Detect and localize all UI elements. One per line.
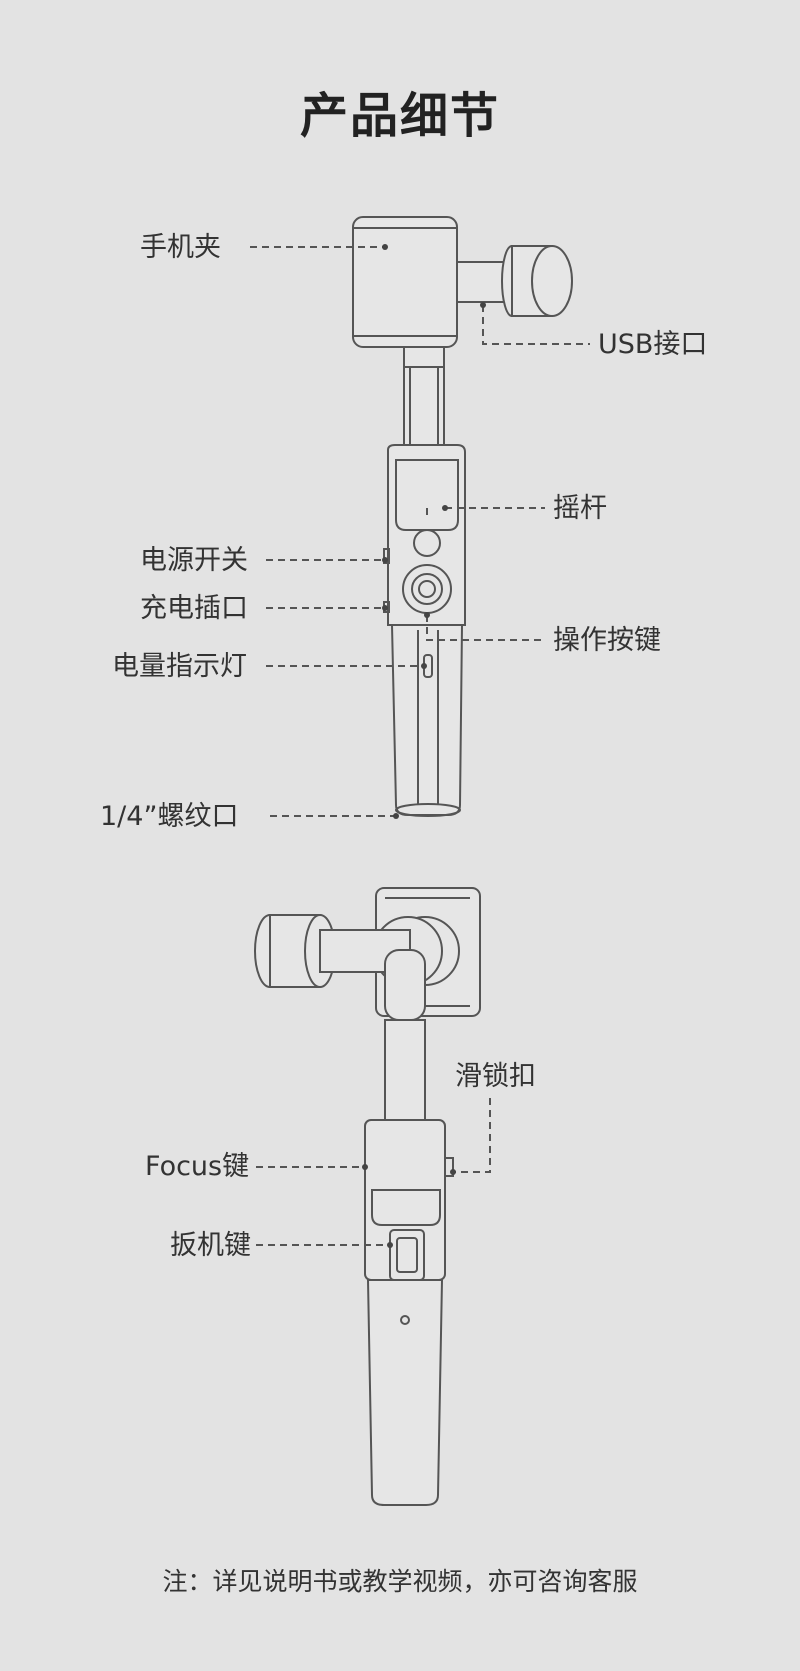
label-screw-mount: 1/4”螺纹口 <box>100 801 239 832</box>
label-power-switch: 电源开关 <box>140 545 248 576</box>
label-slide-lock: 滑锁扣 <box>455 1061 536 1092</box>
back-gimbal-drawing <box>254 887 481 1506</box>
front-gimbal-drawing <box>352 216 573 817</box>
leader-usb-port <box>482 305 590 345</box>
label-battery-indicator: 电量指示灯 <box>112 651 247 682</box>
label-phone-clamp: 手机夹 <box>140 232 221 263</box>
leader-operation-button <box>426 615 545 641</box>
label-operation-button: 操作按键 <box>553 625 661 656</box>
label-usb-port: USB接口 <box>598 329 708 360</box>
leader-slide-lock <box>453 1098 491 1173</box>
footer-note: 注：详见说明书或教学视频，亦可咨询客服 <box>162 1567 638 1596</box>
label-charging-port: 充电插口 <box>140 593 248 624</box>
label-focus-button: Focus键 <box>145 1151 250 1182</box>
label-trigger-button: 扳机键 <box>170 1230 251 1261</box>
label-joystick: 摇杆 <box>553 493 607 524</box>
page-title: 产品细节 <box>299 88 500 144</box>
